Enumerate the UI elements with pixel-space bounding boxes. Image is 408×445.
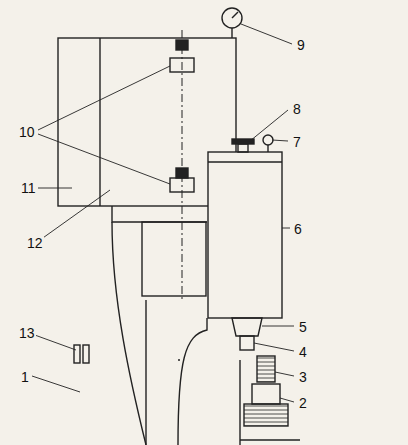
- callout-number: 10: [18, 125, 36, 139]
- limit-block: [170, 178, 194, 192]
- callout-number: 3: [298, 370, 308, 384]
- limit-block: [170, 58, 194, 72]
- callout-number: 8: [292, 102, 302, 116]
- callout-number: 9: [296, 38, 306, 52]
- pressure-gauge: [222, 8, 242, 28]
- callout-number: 7: [292, 135, 302, 149]
- callout-number: 5: [298, 320, 308, 334]
- leader-lines: [32, 24, 294, 402]
- callout-number: 12: [26, 236, 44, 250]
- callout-number: 13: [18, 326, 36, 340]
- frame-outline: [112, 222, 146, 445]
- tank-block: [142, 222, 206, 296]
- callout-number: 4: [298, 345, 308, 359]
- callout-number: 6: [293, 222, 303, 236]
- pressure-gauge: [263, 135, 273, 145]
- callout-number: 11: [20, 181, 37, 195]
- hydraulic-cylinder: [208, 152, 282, 318]
- callout-number: 2: [298, 396, 308, 410]
- callout-number: 1: [20, 370, 30, 384]
